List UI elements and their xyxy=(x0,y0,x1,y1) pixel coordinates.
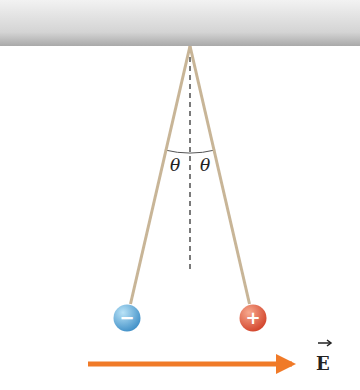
ceiling xyxy=(0,0,360,46)
positive-charge-ball: + xyxy=(239,304,267,332)
negative-charge-ball: − xyxy=(113,304,141,332)
field-arrow xyxy=(88,362,292,367)
vector-arrow-mark xyxy=(327,340,331,346)
angle-label: θ xyxy=(170,157,180,174)
angle-label: θ xyxy=(200,157,210,174)
string xyxy=(190,46,250,304)
charge-sign: − xyxy=(119,309,134,327)
charge-sign: + xyxy=(245,309,260,327)
field-label: E xyxy=(316,355,330,373)
vertical-reference xyxy=(189,48,190,272)
vector-arrow-mark xyxy=(318,342,330,344)
string xyxy=(131,46,191,304)
angle-arc xyxy=(165,150,215,153)
